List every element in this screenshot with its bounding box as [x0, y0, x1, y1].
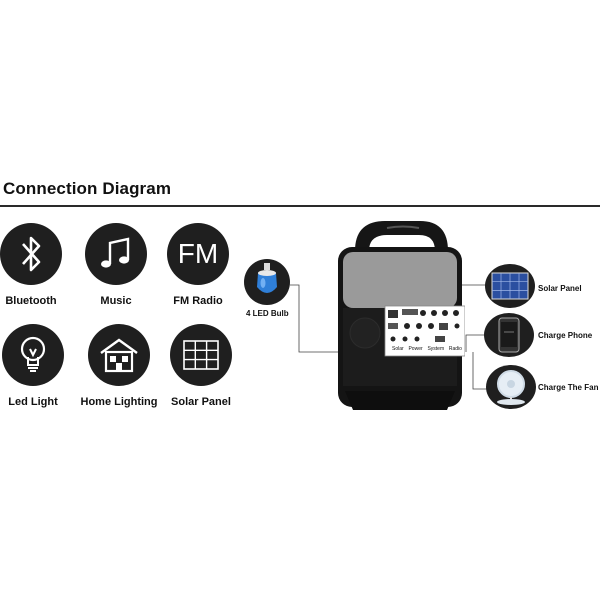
feature-music: Music — [76, 223, 156, 307]
bulb-label: 4 LED Bulb — [246, 309, 289, 318]
feature-bluetooth: Bluetooth — [0, 223, 71, 307]
port-label-radio: Radio — [448, 346, 462, 352]
title-divider — [0, 205, 600, 207]
feature-label: FM Radio — [173, 295, 223, 307]
feature-label: Music — [100, 295, 132, 307]
music-note-icon — [85, 223, 147, 285]
bluetooth-icon — [0, 223, 62, 285]
fm-glyph: FM — [177, 238, 219, 269]
port-label-system: System — [427, 346, 445, 352]
phone-bubble — [484, 313, 534, 357]
feature-solar-panel: Solar Panel — [161, 324, 241, 408]
phone-icon — [498, 317, 520, 353]
port-label-solar: Solar — [392, 346, 404, 352]
feature-label: Home Lighting — [80, 396, 158, 408]
fm-icon: FM — [167, 223, 229, 285]
house-icon — [88, 324, 150, 386]
feature-label: Solar Panel — [171, 396, 231, 408]
fan-icon — [497, 370, 525, 405]
feature-fm-radio: FM FM Radio — [158, 223, 238, 307]
led-bulb-icon — [257, 263, 277, 293]
charge-fan-label: Charge The Fan — [538, 383, 599, 392]
device-port-labels: Solar Power System Radio — [392, 346, 462, 352]
feature-led-light: Led Light — [0, 324, 73, 408]
solar-panel-icon — [491, 272, 529, 300]
solar-panel-label: Solar Panel — [538, 284, 582, 293]
solar-speaker-device — [338, 221, 465, 410]
light-bulb-icon — [2, 324, 64, 386]
fan-bubble — [486, 365, 536, 409]
feature-label: Led Light — [8, 396, 58, 408]
page-title: Connection Diagram — [3, 179, 172, 198]
feature-home-lighting: Home Lighting — [79, 324, 159, 408]
led-bulb-bubble — [244, 259, 290, 305]
port-label-power: Power — [408, 346, 423, 352]
feature-label: Bluetooth — [5, 295, 57, 307]
solar-grid-icon — [170, 324, 232, 386]
solar-panel-bubble — [485, 264, 535, 308]
charge-phone-label: Charge Phone — [538, 331, 593, 340]
